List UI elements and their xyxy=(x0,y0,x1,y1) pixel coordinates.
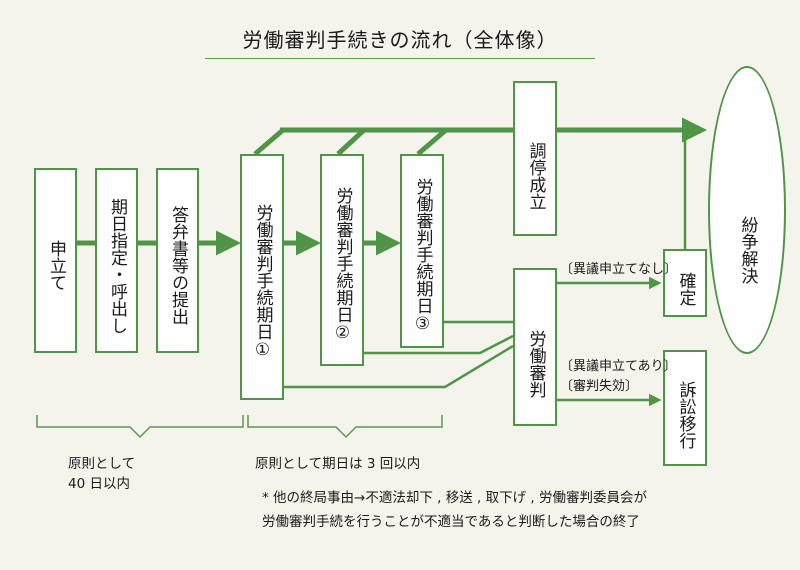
node-toubensho-label: 答弁書等の提出 xyxy=(168,206,188,325)
node-funsou-label: 紛争解決 xyxy=(737,216,758,284)
node-soshou-label: 訴訟移行 xyxy=(675,381,696,449)
node-kijitsu3-label: 労働審判手続期日③ xyxy=(412,178,433,334)
node-kakutei-label: 確定 xyxy=(675,272,696,306)
branch-kijitsu2-top xyxy=(336,128,366,156)
node-choutei-label: 調停成立 xyxy=(525,141,546,210)
node-kijitsu1: 労働審判手続期日① xyxy=(240,154,284,400)
node-kijitsu1-label: 労働審判手続期日① xyxy=(252,204,273,360)
node-shinpan-label: 労働審判 xyxy=(525,330,546,398)
node-moushitate-label: 申立て xyxy=(46,240,66,291)
title-underline xyxy=(205,58,595,59)
node-soshou: 訴訟移行 xyxy=(663,350,707,466)
node-funsou: 紛争解決 xyxy=(708,66,786,354)
line-kijitsu1-shinpan xyxy=(283,344,514,389)
brace-left-label-2: 40 日以内 xyxy=(68,476,130,492)
brace-left-label-1: 原則として xyxy=(68,456,136,472)
diagram-title: 労働審判手続きの流れ（全体像） xyxy=(242,28,558,52)
node-kakutei: 確定 xyxy=(663,249,707,317)
node-toubensho: 答弁書等の提出 xyxy=(156,168,199,353)
footnote-line-1: * 他の終局事由→不適法却下 , 移送 , 取下げ , 労働審判委員会が xyxy=(262,490,647,506)
node-choutei: 調停成立 xyxy=(513,81,557,236)
brace-right xyxy=(247,415,443,439)
brace-right-label: 原則として期日は 3 回以内 xyxy=(255,456,421,472)
node-moushitate: 申立て xyxy=(34,168,77,353)
branch-kijitsu1-top xyxy=(253,128,285,156)
node-kijitsu-shitei: 期日指定・呼出し xyxy=(95,168,138,353)
brace-left xyxy=(36,415,244,439)
branch-kijitsu3-top xyxy=(416,128,448,156)
footnote-line-2: 労働審判手続を行うことが不適当であると判断した場合の終了 xyxy=(262,514,640,530)
node-kijitsu-shitei-label: 期日指定・呼出し xyxy=(107,197,127,334)
label-no-objection: 〔異議申立てなし〕 xyxy=(560,262,678,277)
node-kijitsu3: 労働審判手続期日③ xyxy=(400,154,444,348)
label-objection: 〔異議申立てあり〕 xyxy=(560,359,677,374)
node-kijitsu2-label: 労働審判手続期日② xyxy=(332,187,353,343)
label-invalidation: 〔審判失効〕 xyxy=(560,379,639,394)
node-kijitsu2: 労働審判手続期日② xyxy=(320,154,364,366)
line-kijitsu2-shinpan xyxy=(363,334,514,355)
node-shinpan: 労働審判 xyxy=(513,268,557,426)
